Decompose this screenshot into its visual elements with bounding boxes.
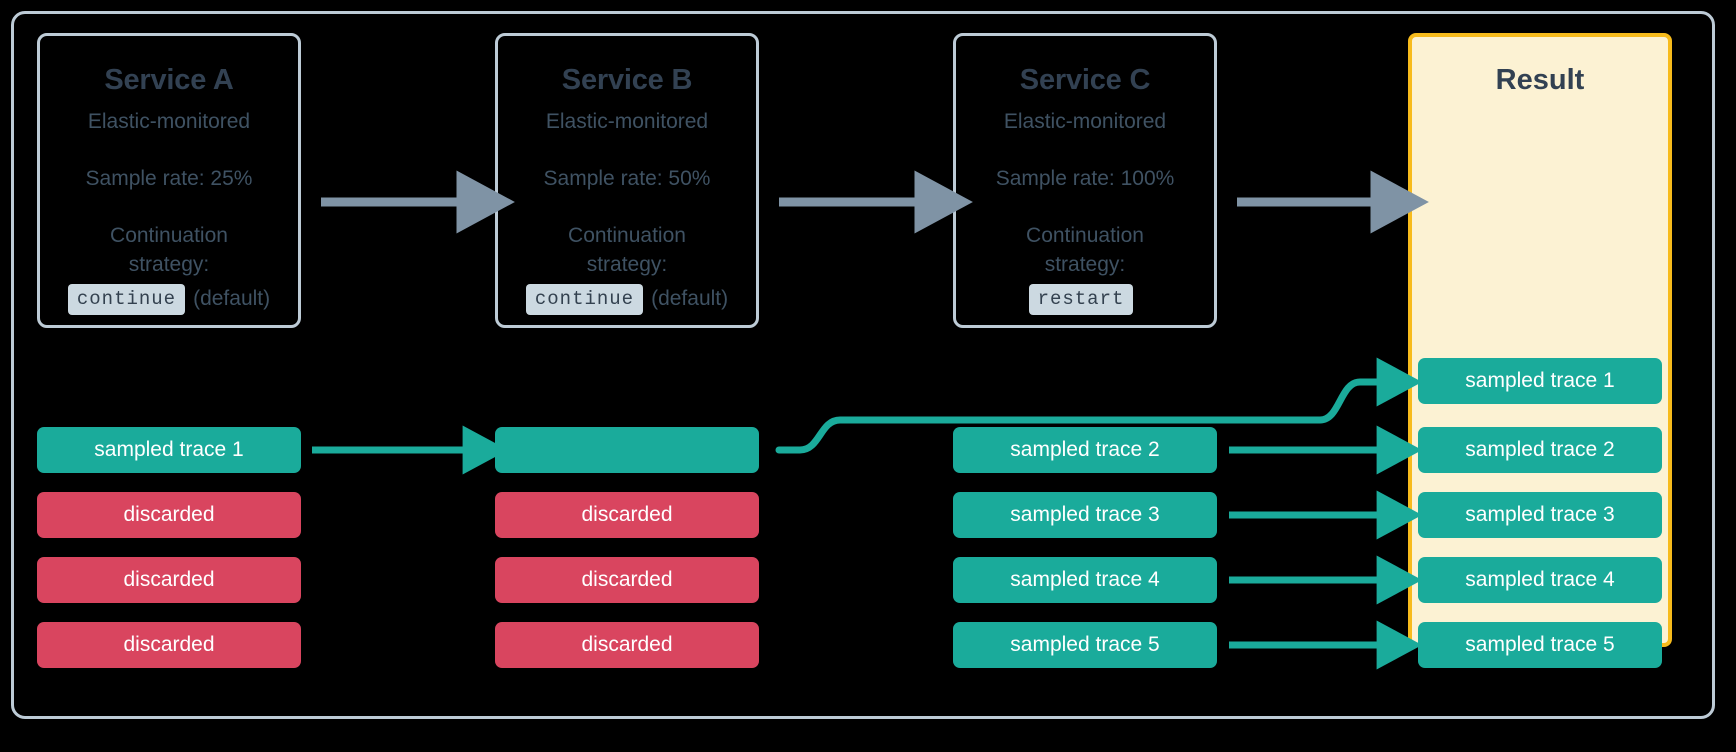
trace-pill-b-1	[495, 427, 759, 473]
service-b-title: Service B	[561, 64, 693, 96]
service-c-strategy-label-line1: Continuation	[1026, 224, 1144, 247]
service-a-subtitle: Elastic-monitored	[87, 110, 251, 133]
service-b-strategy-label-line1: Continuation	[568, 224, 686, 247]
service-a-strategy-label: Continuation strategy:	[40, 222, 298, 280]
service-b-strategy-value: continue	[525, 283, 644, 315]
trace-pill-b-2-label: discarded	[581, 503, 673, 526]
result-trace-pill-4-label: sampled trace 4	[1465, 568, 1615, 591]
result-trace-pill-1: sampled trace 1	[1418, 358, 1662, 404]
result-trace-pill-3: sampled trace 3	[1418, 492, 1662, 538]
service-card-c: Service C Elastic-monitored Sample rate:…	[953, 33, 1217, 328]
result-title: Result	[1495, 64, 1585, 96]
service-a-strategy-line: continue (default)	[40, 283, 298, 315]
result-trace-pill-3-label: sampled trace 3	[1465, 503, 1615, 526]
trace-pill-a-4-label: discarded	[123, 633, 215, 656]
trace-pill-c-3-label: sampled trace 4	[1010, 568, 1160, 591]
result-trace-pill-5-label: sampled trace 5	[1465, 633, 1615, 656]
service-c-strategy-line: restart	[956, 283, 1214, 315]
trace-pill-c-4-label: sampled trace 5	[1010, 633, 1160, 656]
trace-pill-a-4: discarded	[37, 622, 301, 668]
service-b-strategy-label-line2: strategy:	[586, 252, 668, 276]
service-c-title: Service C	[1019, 64, 1151, 96]
trace-pill-b-3: discarded	[495, 557, 759, 603]
trace-pill-b-2: discarded	[495, 492, 759, 538]
trace-pill-b-3-label: discarded	[581, 568, 673, 591]
service-a-strategy-label-line1: Continuation	[110, 224, 228, 247]
result-trace-pill-5: sampled trace 5	[1418, 622, 1662, 668]
service-a-strategy-value: continue	[67, 283, 186, 315]
service-c-strategy-label: Continuation strategy:	[956, 222, 1214, 280]
trace-pill-c-4: sampled trace 5	[953, 622, 1217, 668]
service-c-strategy-value: restart	[1028, 283, 1134, 315]
result-trace-pill-2: sampled trace 2	[1418, 427, 1662, 473]
trace-pill-c-3: sampled trace 4	[953, 557, 1217, 603]
trace-pill-b-4: discarded	[495, 622, 759, 668]
trace-pill-a-3: discarded	[37, 557, 301, 603]
service-a-title: Service A	[104, 64, 234, 96]
trace-pill-a-3-label: discarded	[123, 568, 215, 591]
service-a-strategy-note: (default)	[193, 287, 271, 311]
service-a-sample-rate: Sample rate: 25%	[85, 167, 253, 190]
service-c-subtitle: Elastic-monitored	[1003, 110, 1167, 133]
trace-pill-a-2-label: discarded	[123, 503, 215, 526]
service-b-strategy-label: Continuation strategy:	[498, 222, 756, 280]
service-card-b: Service B Elastic-monitored Sample rate:…	[495, 33, 759, 328]
service-b-strategy-line: continue (default)	[498, 283, 756, 315]
result-card: Result	[1408, 33, 1672, 647]
result-trace-pill-4: sampled trace 4	[1418, 557, 1662, 603]
service-b-strategy-note: (default)	[651, 287, 729, 311]
service-card-a: Service A Elastic-monitored Sample rate:…	[37, 33, 301, 328]
service-c-strategy-label-line2: strategy:	[1044, 252, 1126, 276]
result-trace-pill-2-label: sampled trace 2	[1465, 438, 1615, 461]
trace-pill-c-2-label: sampled trace 3	[1010, 503, 1160, 526]
trace-pill-a-1-label: sampled trace 1	[94, 438, 244, 461]
trace-pill-a-1: sampled trace 1	[37, 427, 301, 473]
service-b-sample-rate: Sample rate: 50%	[543, 167, 711, 190]
service-a-strategy-label-line2: strategy:	[128, 252, 210, 276]
trace-pill-c-1: sampled trace 2	[953, 427, 1217, 473]
trace-pill-b-4-label: discarded	[581, 633, 673, 656]
trace-pill-c-2: sampled trace 3	[953, 492, 1217, 538]
diagram-outer-frame	[11, 11, 1715, 719]
service-c-sample-rate: Sample rate: 100%	[995, 167, 1175, 190]
result-trace-pill-1-label: sampled trace 1	[1465, 369, 1615, 392]
trace-pill-c-1-label: sampled trace 2	[1010, 438, 1160, 461]
trace-pill-a-2: discarded	[37, 492, 301, 538]
service-b-subtitle: Elastic-monitored	[545, 110, 709, 133]
